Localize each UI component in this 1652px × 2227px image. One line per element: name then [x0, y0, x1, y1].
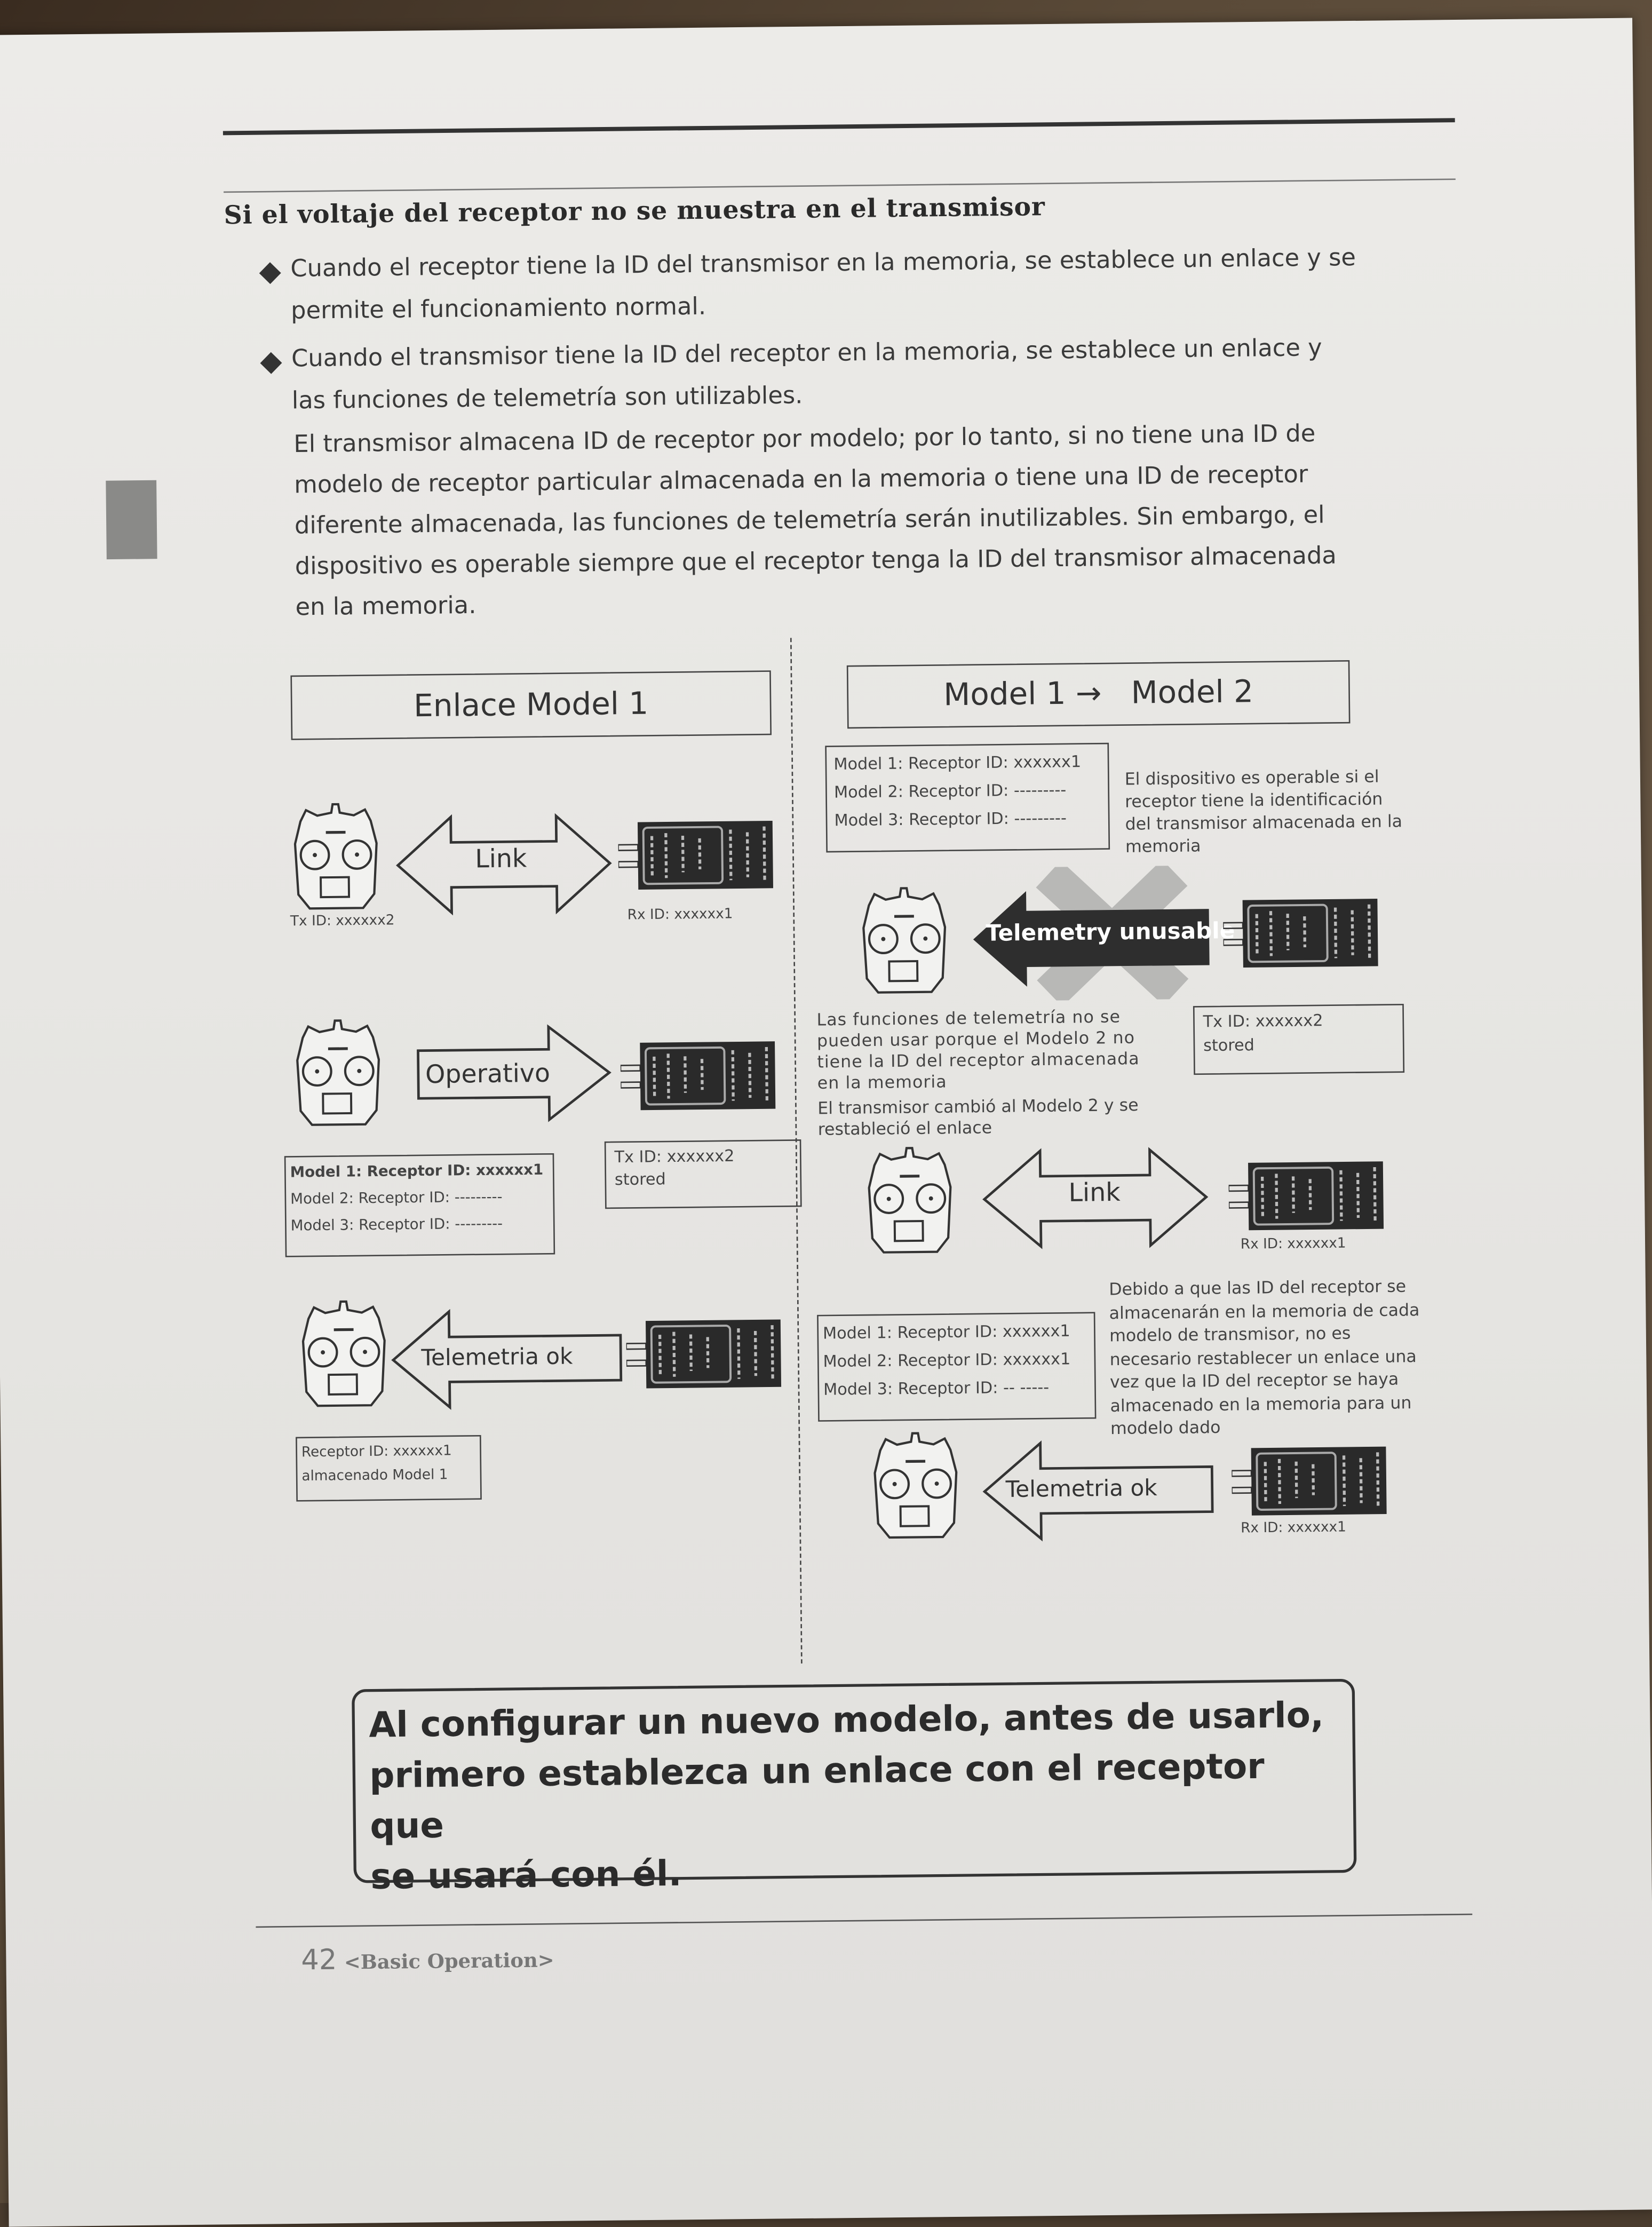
callout-box: Al configurar un nuevo modelo, antes de …	[352, 1678, 1357, 1897]
footer-section: <Basic Operation>	[344, 1949, 554, 1975]
receiver-icon	[1222, 896, 1381, 977]
tx-stored-line: stored	[614, 1169, 666, 1190]
left-title-box: Enlace Model 1	[290, 670, 772, 740]
tx-stored-line: Tx ID: xxxxxx2	[614, 1145, 735, 1167]
page-footer: 42 <Basic Operation>	[301, 1940, 554, 1977]
left-arrow-icon	[982, 1440, 1214, 1542]
model-list-item: Model 3: Receptor ID: ---------	[834, 807, 1067, 830]
link-label: Link	[1068, 1178, 1121, 1209]
transmitter-icon	[857, 885, 951, 1004]
top-thin-rule	[224, 178, 1456, 193]
rx-id-label: Rx ID: xxxxxx1	[1241, 1520, 1347, 1537]
receiver-icon	[625, 1317, 784, 1397]
model-list-item: Model 3: Receptor ID: -- -----	[823, 1377, 1050, 1399]
document-page: Si el voltaje del receptor no se muestra…	[0, 18, 1652, 2227]
tx-stored-line: stored	[1203, 1035, 1255, 1056]
note-unusable: Las funciones de telemetría no se pueden…	[816, 1006, 1140, 1093]
model-list-item: Model 1: Receptor ID: xxxxxx1	[822, 1320, 1070, 1343]
double-arrow-icon	[396, 813, 612, 916]
left-title: Enlace Model 1	[413, 686, 649, 724]
callout-line: se usará con él.	[370, 1853, 682, 1897]
bullet-text-1: Cuando el receptor tiene la ID del trans…	[290, 237, 1356, 332]
right-arrow-icon	[417, 1024, 611, 1122]
tx-stored-line: Tx ID: xxxxxx2	[1203, 1010, 1323, 1032]
transmitter-icon	[297, 1298, 391, 1417]
right-title-box: Model 1 → Model 2	[846, 660, 1351, 729]
model-list-item: Model 1: Receptor ID: xxxxxx1	[290, 1161, 544, 1182]
receiver-icon	[1228, 1159, 1386, 1239]
tx-stored-box: Tx ID: xxxxxx2 stored	[1193, 1003, 1405, 1075]
receptor-stored-line: Receptor ID: xxxxxx1	[301, 1444, 452, 1461]
tx-stored-box: Tx ID: xxxxxx2 stored	[604, 1139, 802, 1209]
telemetry-ok-label: Telemetria ok	[421, 1343, 573, 1372]
model-list-item: Model 1: Receptor ID: xxxxxx1	[833, 751, 1082, 774]
callout-line: primero establezca un enlace con el rece…	[369, 1746, 1265, 1846]
operativo-label: Operativo	[425, 1059, 551, 1090]
model-list-item: Model 2: Receptor ID: ---------	[290, 1188, 503, 1208]
bullet-diamond-icon	[260, 352, 282, 374]
receiver-icon	[1230, 1444, 1389, 1524]
arrow-right-icon: →	[1075, 677, 1102, 712]
model-list-box-1: Model 1: Receptor ID: xxxxxx1 Model 2: R…	[825, 742, 1110, 853]
transmitter-icon	[289, 801, 383, 920]
title-from-model: Model 1	[943, 677, 1066, 714]
receptor-stored-box: Receptor ID: xxxxxx1 almacenado Model 1	[296, 1435, 482, 1502]
tx-id-label: Tx ID: xxxxxx2	[290, 913, 395, 930]
link-label: Link	[474, 844, 527, 875]
model-list-item: Model 3: Receptor ID: ---------	[290, 1215, 503, 1235]
receptor-stored-line: almacenado Model 1	[301, 1468, 448, 1485]
bottom-rule	[256, 1913, 1473, 1928]
telemetry-unusable-label: Telemetry unusable	[986, 917, 1235, 947]
double-arrow-icon	[982, 1147, 1209, 1249]
rx-id-label: Rx ID: xxxxxx1	[1240, 1236, 1346, 1253]
model-list-box: Model 1: Receptor ID: xxxxxx1 Model 2: R…	[284, 1153, 555, 1257]
title-to-model: Model 2	[1131, 675, 1254, 712]
model-list-item: Model 2: Receptor ID: xxxxxx1	[823, 1349, 1071, 1372]
section-heading: Si el voltaje del receptor no se muestra…	[224, 192, 1045, 231]
page-number: 42	[301, 1942, 337, 1977]
section-tab-marker	[106, 480, 157, 560]
model-list-item: Model 2: Receptor ID: ---------	[833, 780, 1067, 802]
top-rule	[223, 118, 1455, 135]
transmitter-icon	[863, 1145, 957, 1264]
model-list-box-2: Model 1: Receptor ID: xxxxxx1 Model 2: R…	[817, 1312, 1097, 1422]
bullet-text-2: Cuando el transmisor tiene la ID del rec…	[291, 328, 1323, 423]
explanation-paragraph: El transmisor almacena ID de receptor po…	[293, 415, 1337, 629]
note-stored: Debido a que las ID del receptor se alma…	[1109, 1276, 1420, 1439]
filled-left-arrow-icon	[973, 891, 1210, 987]
receiver-icon	[620, 1039, 778, 1119]
note-relinked: El transmisor cambió al Modelo 2 y se re…	[817, 1095, 1139, 1139]
transmitter-icon	[869, 1430, 963, 1549]
telemetry-ok-label: Telemetria ok	[1005, 1474, 1157, 1503]
bullet-diamond-icon	[259, 262, 281, 284]
receiver-icon	[617, 818, 776, 899]
transmitter-icon	[291, 1017, 385, 1136]
left-arrow-icon	[391, 1309, 623, 1410]
note-operable: El dispositivo es operable si el recepto…	[1124, 766, 1403, 857]
rx-id-label: Rx ID: xxxxxx1	[627, 907, 733, 924]
